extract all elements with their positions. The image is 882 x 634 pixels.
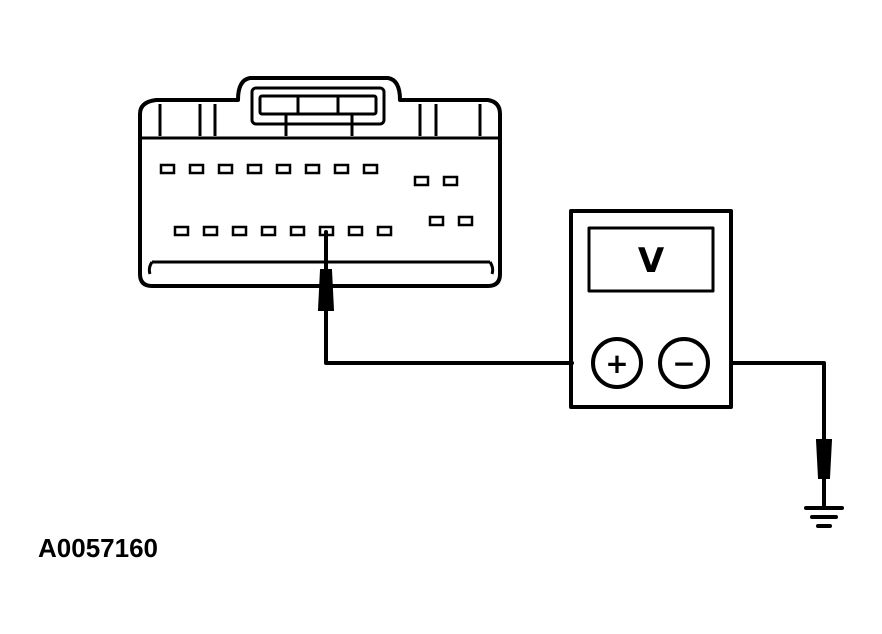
lock-tab-divisions — [296, 96, 340, 114]
pin-bottom-3 — [231, 225, 248, 237]
side-pins — [413, 175, 474, 227]
pin-side-2 — [442, 175, 459, 187]
negative-terminal — [658, 337, 710, 389]
pin-top-4 — [246, 163, 263, 175]
lock-tab-window — [258, 94, 378, 116]
pin-bottom-7 — [347, 225, 364, 237]
lock-tab-latch — [284, 114, 354, 136]
multimeter-body — [569, 209, 733, 409]
lock-tab-frame — [250, 86, 386, 126]
pin-side-3 — [428, 215, 445, 227]
bottom-pin-row — [173, 225, 393, 237]
pin-top-6 — [304, 163, 321, 175]
pin-bottom-2 — [202, 225, 219, 237]
top-pin-row — [159, 163, 379, 175]
pin-bottom-8 — [376, 225, 393, 237]
connector-face-bottom — [147, 261, 495, 275]
negative-lead-wire — [729, 361, 826, 442]
connector-ribs — [158, 104, 482, 136]
positive-probe — [317, 230, 574, 365]
pin-side-4 — [457, 215, 474, 227]
pin-top-7 — [333, 163, 350, 175]
pin-top-2 — [188, 163, 205, 175]
positive-lead-wire — [324, 308, 574, 365]
pin-bottom-5 — [289, 225, 306, 237]
multimeter-display — [587, 226, 715, 293]
pin-top-5 — [275, 163, 292, 175]
pin-bottom-1 — [173, 225, 190, 237]
pin-top-8 — [362, 163, 379, 175]
pin-side-1 — [413, 175, 430, 187]
negative-probe-tip — [815, 439, 833, 479]
pin-top-3 — [217, 163, 234, 175]
positive-terminal-sign: + — [605, 347, 628, 380]
pin-top-1 — [159, 163, 176, 175]
pin-bottom-4 — [260, 225, 277, 237]
probe-tip — [317, 269, 335, 311]
negative-terminal-sign: − — [672, 347, 695, 380]
display-symbol: V — [638, 241, 665, 281]
multimeter: V + − — [569, 209, 733, 409]
ground-icon — [804, 506, 844, 528]
connector-outline — [138, 76, 502, 288]
negative-probe — [729, 361, 833, 508]
positive-terminal — [591, 337, 643, 389]
connector — [138, 76, 502, 288]
figure-id-label: A0057160 — [38, 533, 158, 563]
